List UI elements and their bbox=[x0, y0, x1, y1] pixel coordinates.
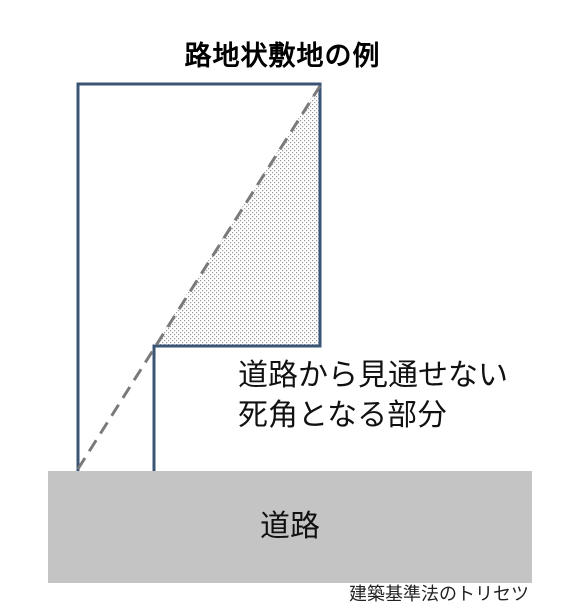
road-label: 道路 bbox=[260, 509, 320, 544]
credit-text: 建築基準法のトリセツ bbox=[349, 584, 529, 605]
road-block bbox=[48, 471, 532, 583]
blind-spot-label: 道路から見通せない 死角となる部分 bbox=[238, 356, 508, 436]
diagram-title: 路地状敷地の例 bbox=[184, 41, 381, 72]
lot-outline bbox=[76, 82, 322, 471]
blind-spot-label-line2: 死角となる部分 bbox=[238, 398, 448, 433]
blind-spot-label-line1: 道路から見通せない bbox=[238, 358, 508, 393]
sight-line bbox=[76, 85, 322, 470]
